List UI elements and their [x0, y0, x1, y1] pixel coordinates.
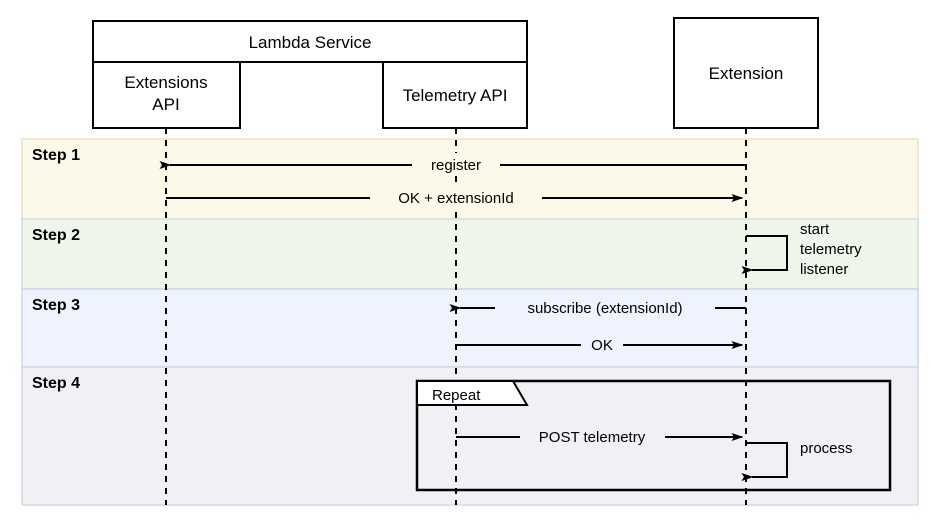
- message-start-telemetry-listener-label-line3: listener: [800, 261, 848, 278]
- participant-telemetry-api[interactable]: Telemetry API: [382, 61, 528, 129]
- message-post-telemetry-label: POST telemetry: [539, 429, 646, 446]
- message-start-telemetry-listener-label-line2: telemetry: [800, 241, 862, 258]
- message-ok[interactable]: OK: [456, 333, 744, 354]
- telemetry-api-label: Telemetry API: [403, 86, 508, 105]
- message-register-label: register: [431, 157, 481, 174]
- step-label-step2: Step 2: [32, 227, 80, 244]
- message-subscribe-label-bg: [495, 296, 715, 317]
- lambda-service-label: Lambda Service: [249, 33, 372, 52]
- telemetry-api-box: [382, 61, 528, 129]
- participant-extension[interactable]: Extension: [673, 17, 819, 129]
- message-ok-extensionid-label-bg: [370, 186, 542, 207]
- message-post-telemetry-label-bg: [520, 425, 665, 446]
- extensions-api-label-line2: API: [152, 95, 179, 114]
- repeat-fragment-tab: [416, 380, 529, 406]
- message-process[interactable]: process: [741, 437, 869, 481]
- message-register[interactable]: register: [159, 153, 746, 174]
- extensions-api-label-line1: Extensions: [124, 73, 207, 92]
- message-ok-label-bg: [581, 333, 623, 354]
- message-ok-label: OK: [591, 337, 613, 354]
- step-label-step3: Step 3: [32, 297, 80, 314]
- step-band-step2: [21, 218, 919, 290]
- extension-label: Extension: [709, 64, 784, 83]
- participant-lambda-service[interactable]: Lambda Service: [92, 20, 528, 63]
- message-subscribe-label: subscribe (extensionId): [527, 300, 682, 317]
- step-bands: [21, 138, 919, 506]
- lambda-service-box: [92, 20, 528, 63]
- extensions-api-box: [92, 61, 241, 129]
- message-subscribe[interactable]: subscribe (extensionId): [449, 296, 746, 317]
- repeat-fragment-label: Repeat: [432, 387, 481, 404]
- message-process-label-bg: [797, 437, 869, 458]
- message-process-label: process: [800, 440, 853, 457]
- extension-box: [673, 17, 819, 129]
- participant-extensions-api[interactable]: Extensions API: [92, 61, 241, 129]
- message-register-label-bg: [412, 153, 500, 174]
- message-ok-extensionid-label: OK + extensionId: [398, 190, 514, 207]
- message-start-telemetry-listener-label-line1: start: [800, 221, 830, 238]
- message-ok-extensionid[interactable]: OK + extensionId: [166, 186, 744, 207]
- message-start-telemetry-listener[interactable]: start telemetry listener: [741, 221, 862, 278]
- step-band-step3: [21, 288, 919, 368]
- message-post-telemetry[interactable]: POST telemetry: [456, 425, 744, 446]
- message-process-loop: [741, 442, 788, 481]
- repeat-fragment[interactable]: Repeat: [415, 379, 892, 492]
- message-start-telemetry-listener-loop: [741, 235, 788, 274]
- step-label-step1: Step 1: [32, 147, 80, 164]
- repeat-fragment-box: [415, 379, 892, 492]
- step-label-step4: Step 4: [32, 375, 80, 392]
